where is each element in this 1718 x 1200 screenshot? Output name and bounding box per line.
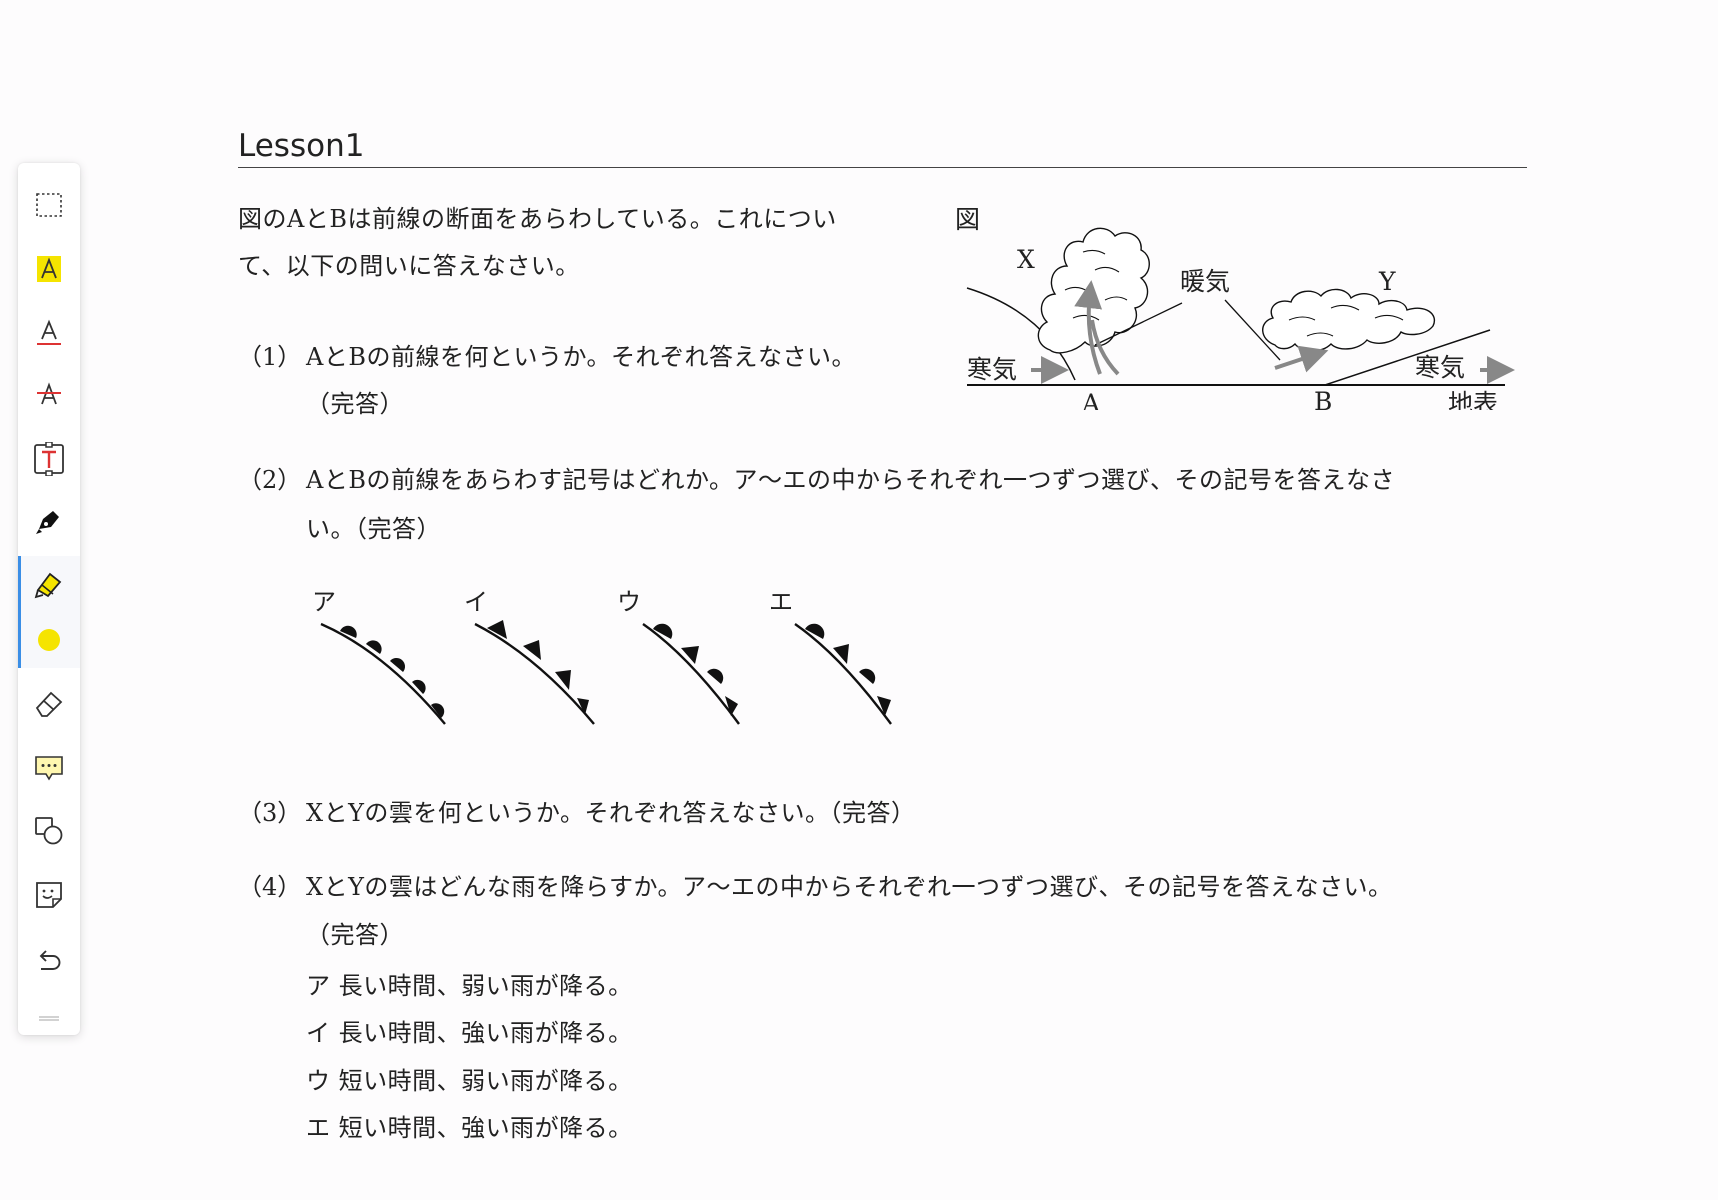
label-warm-air: 暖気 [1180, 267, 1230, 296]
question-3-number: （3） [238, 799, 302, 827]
highlighter-tool-button[interactable] [18, 556, 80, 612]
question-2-text-2: い。（完答） [306, 515, 441, 543]
label-cold-air-left: 寒気 [967, 355, 1017, 384]
strikethrough-text-icon [37, 382, 61, 405]
front-symbol-i [474, 620, 595, 725]
intro-line-1: 図のAとBは前線の断面をあらわしている。これについ [238, 205, 837, 233]
question-2-text: AとBの前線をあらわす記号はどれか。ア〜エの中からそれぞれ一つずつ選び、その記号… [306, 466, 1395, 494]
question-2-number: （2） [238, 466, 302, 494]
question-1-text-2: （完答） [306, 390, 404, 418]
symbol-label-a: ア [312, 588, 336, 616]
updraft-arrow-a [1074, 280, 1103, 375]
question-1-text: AとBの前線を何というか。それぞれ答えなさい。 [306, 343, 856, 371]
undo-button[interactable] [18, 933, 80, 989]
highlighter-color-button[interactable] [18, 612, 80, 668]
highlight-text-tool-button[interactable] [18, 241, 80, 297]
front-cross-section-figure: 図 X 暖気 Y 寒気 寒気 A B 地表 [955, 205, 1515, 410]
choice-a: ア 長い時間、弱い雨が降る。 [306, 972, 633, 1000]
pen-tool-button[interactable] [18, 493, 80, 549]
question-4-number: （4） [238, 873, 302, 901]
eraser-icon [35, 691, 63, 717]
shapes-tool-button[interactable] [18, 803, 80, 859]
highlighter-icon [34, 572, 62, 599]
choice-i: イ 長い時間、強い雨が降る。 [306, 1019, 633, 1047]
figure-caption: 図 [955, 205, 980, 234]
underline-text-tool-button[interactable] [18, 305, 80, 361]
select-tool-button[interactable] [18, 177, 80, 233]
annotation-toolbar [18, 163, 80, 1035]
label-x: X [1017, 245, 1035, 274]
label-y: Y [1378, 267, 1396, 296]
symbol-label-u: ウ [617, 588, 641, 616]
question-1-number: （1） [238, 343, 302, 371]
label-ground: 地表 [1448, 389, 1498, 410]
undo-icon [39, 950, 61, 970]
strikethrough-text-tool-button[interactable] [18, 366, 80, 422]
front-symbol-u [642, 623, 740, 725]
symbol-label-e: エ [769, 588, 793, 616]
intro-line-2: て、以下の問いに答えなさい。 [238, 252, 580, 280]
front-b-boundary [1324, 329, 1491, 386]
text-box-icon [34, 442, 64, 476]
label-a: A [1081, 389, 1101, 410]
choice-e: エ 短い時間、強い雨が降る。 [306, 1114, 633, 1142]
cloud-y [1262, 288, 1436, 352]
front-symbols-figure [320, 620, 892, 725]
lesson-title: Lesson1 [238, 128, 365, 164]
question-4-text-2: （完答） [306, 921, 404, 949]
choice-u: ウ 短い時間、弱い雨が降る。 [306, 1067, 633, 1095]
comment-tool-button[interactable] [18, 740, 80, 796]
pen-icon [36, 511, 59, 534]
question-4-text: XとYの雲はどんな雨を降らすか。ア〜エの中からそれぞれ一つずつ選び、その記号を答… [306, 873, 1393, 901]
select-icon [36, 193, 62, 217]
color-dot-icon [38, 629, 60, 651]
comment-icon [35, 756, 63, 781]
label-b: B [1314, 387, 1332, 410]
symbol-label-i: イ [464, 588, 488, 616]
sticker-tool-button[interactable] [18, 867, 80, 923]
warm-air-arrow-b [1274, 345, 1329, 373]
underline-text-icon [37, 319, 61, 345]
question-3-text: XとYの雲を何というか。それぞれ答えなさい。（完答） [306, 799, 916, 827]
sticker-icon [36, 882, 62, 908]
highlight-text-icon [37, 256, 61, 282]
text-box-tool-button[interactable] [18, 431, 80, 487]
label-cold-air-right: 寒気 [1415, 353, 1465, 382]
front-symbol-a [320, 622, 446, 725]
shapes-icon [35, 817, 63, 845]
title-divider [238, 167, 1527, 168]
eraser-tool-button[interactable] [18, 675, 80, 731]
front-symbol-e [794, 623, 892, 725]
toolbar-drag-handle[interactable] [39, 1016, 59, 1021]
